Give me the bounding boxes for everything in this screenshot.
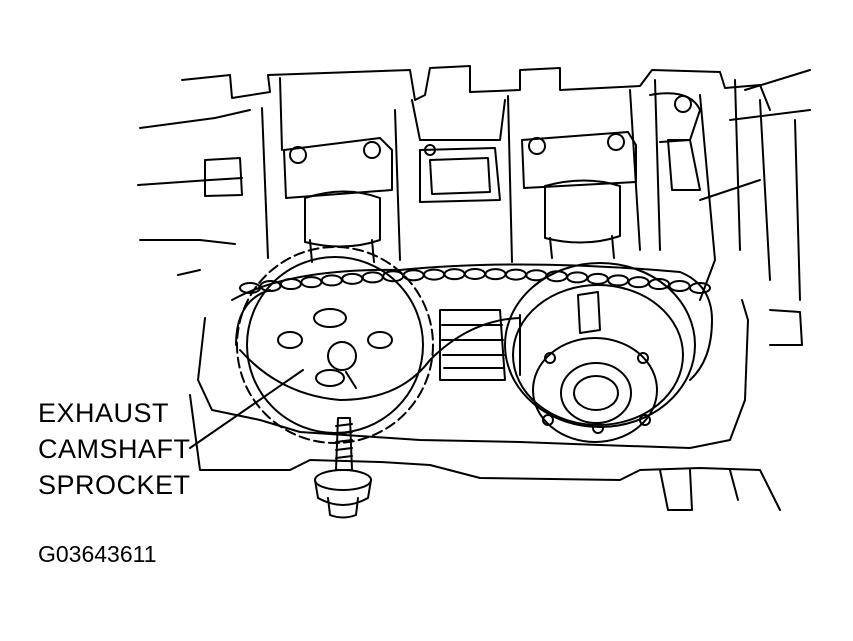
chain-link bbox=[566, 271, 589, 284]
callout-label-line-3: SPROCKET bbox=[38, 470, 191, 500]
chain-guide bbox=[439, 309, 506, 381]
chain-link bbox=[443, 268, 466, 281]
chain-link bbox=[300, 276, 323, 289]
chain-link bbox=[607, 274, 630, 287]
chain-link bbox=[504, 268, 527, 281]
chain-link bbox=[627, 276, 650, 289]
chain-link bbox=[341, 272, 364, 285]
chain-link bbox=[361, 271, 384, 284]
sprocket-bolt bbox=[314, 417, 372, 519]
timing-case-outline bbox=[189, 299, 803, 511]
chain-link bbox=[320, 274, 343, 287]
cylinder-head-outline bbox=[137, 65, 811, 301]
chain-link bbox=[586, 272, 609, 285]
chain-link bbox=[423, 268, 446, 281]
chain-link bbox=[464, 268, 486, 280]
center-casting bbox=[419, 144, 501, 203]
chain-link bbox=[239, 282, 261, 294]
chain-link bbox=[668, 280, 691, 293]
intake-vvt-sprocket bbox=[504, 262, 696, 443]
chain-link bbox=[279, 278, 302, 291]
intake-camshaft-cap bbox=[521, 131, 637, 259]
chain-link bbox=[689, 282, 711, 294]
exhaust-camshaft-cap bbox=[283, 137, 393, 263]
callout-leader-line bbox=[189, 369, 304, 449]
figure-id: G03643611 bbox=[38, 541, 157, 567]
callout-label-line-1: EXHAUST bbox=[38, 398, 170, 428]
exhaust-camshaft-sprocket bbox=[236, 246, 434, 444]
callout-label-line-2: CAMSHAFT bbox=[38, 434, 191, 464]
chain-link bbox=[484, 268, 507, 281]
